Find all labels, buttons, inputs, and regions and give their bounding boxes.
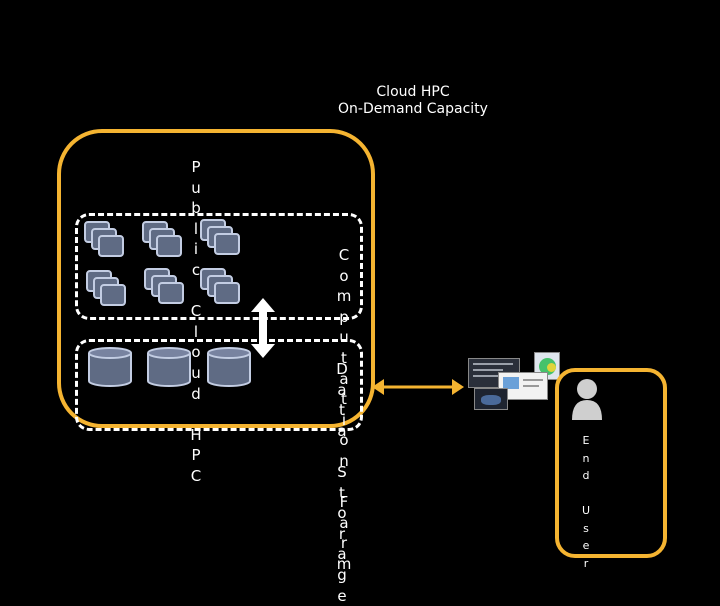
application-screenshots bbox=[468, 352, 560, 412]
public-cloud-hpc-label: P u b l i c C l o u d H P C bbox=[186, 157, 206, 487]
server-stack-icon bbox=[200, 268, 250, 312]
storage-cylinder-icon bbox=[87, 346, 133, 388]
screenshot-thumbnail bbox=[474, 388, 508, 410]
title-line-1: Cloud HPC bbox=[300, 84, 526, 101]
server-stack-icon bbox=[84, 221, 134, 265]
bidirectional-arrow-icon bbox=[248, 298, 278, 358]
diagram-title: Cloud HPC On-Demand Capacity bbox=[300, 84, 526, 118]
user-icon bbox=[570, 378, 604, 422]
end-user-label: E n d U s e r bbox=[578, 432, 594, 572]
server-stack-icon bbox=[200, 219, 250, 263]
storage-cylinder-icon bbox=[206, 346, 252, 388]
server-stack-icon bbox=[86, 270, 136, 314]
title-line-2: On-Demand Capacity bbox=[300, 101, 526, 118]
horizontal-bidirectional-arrow-icon bbox=[372, 376, 464, 398]
server-stack-icon bbox=[142, 221, 192, 265]
data-storage-label: D a t a S t o r a g e bbox=[332, 359, 352, 606]
